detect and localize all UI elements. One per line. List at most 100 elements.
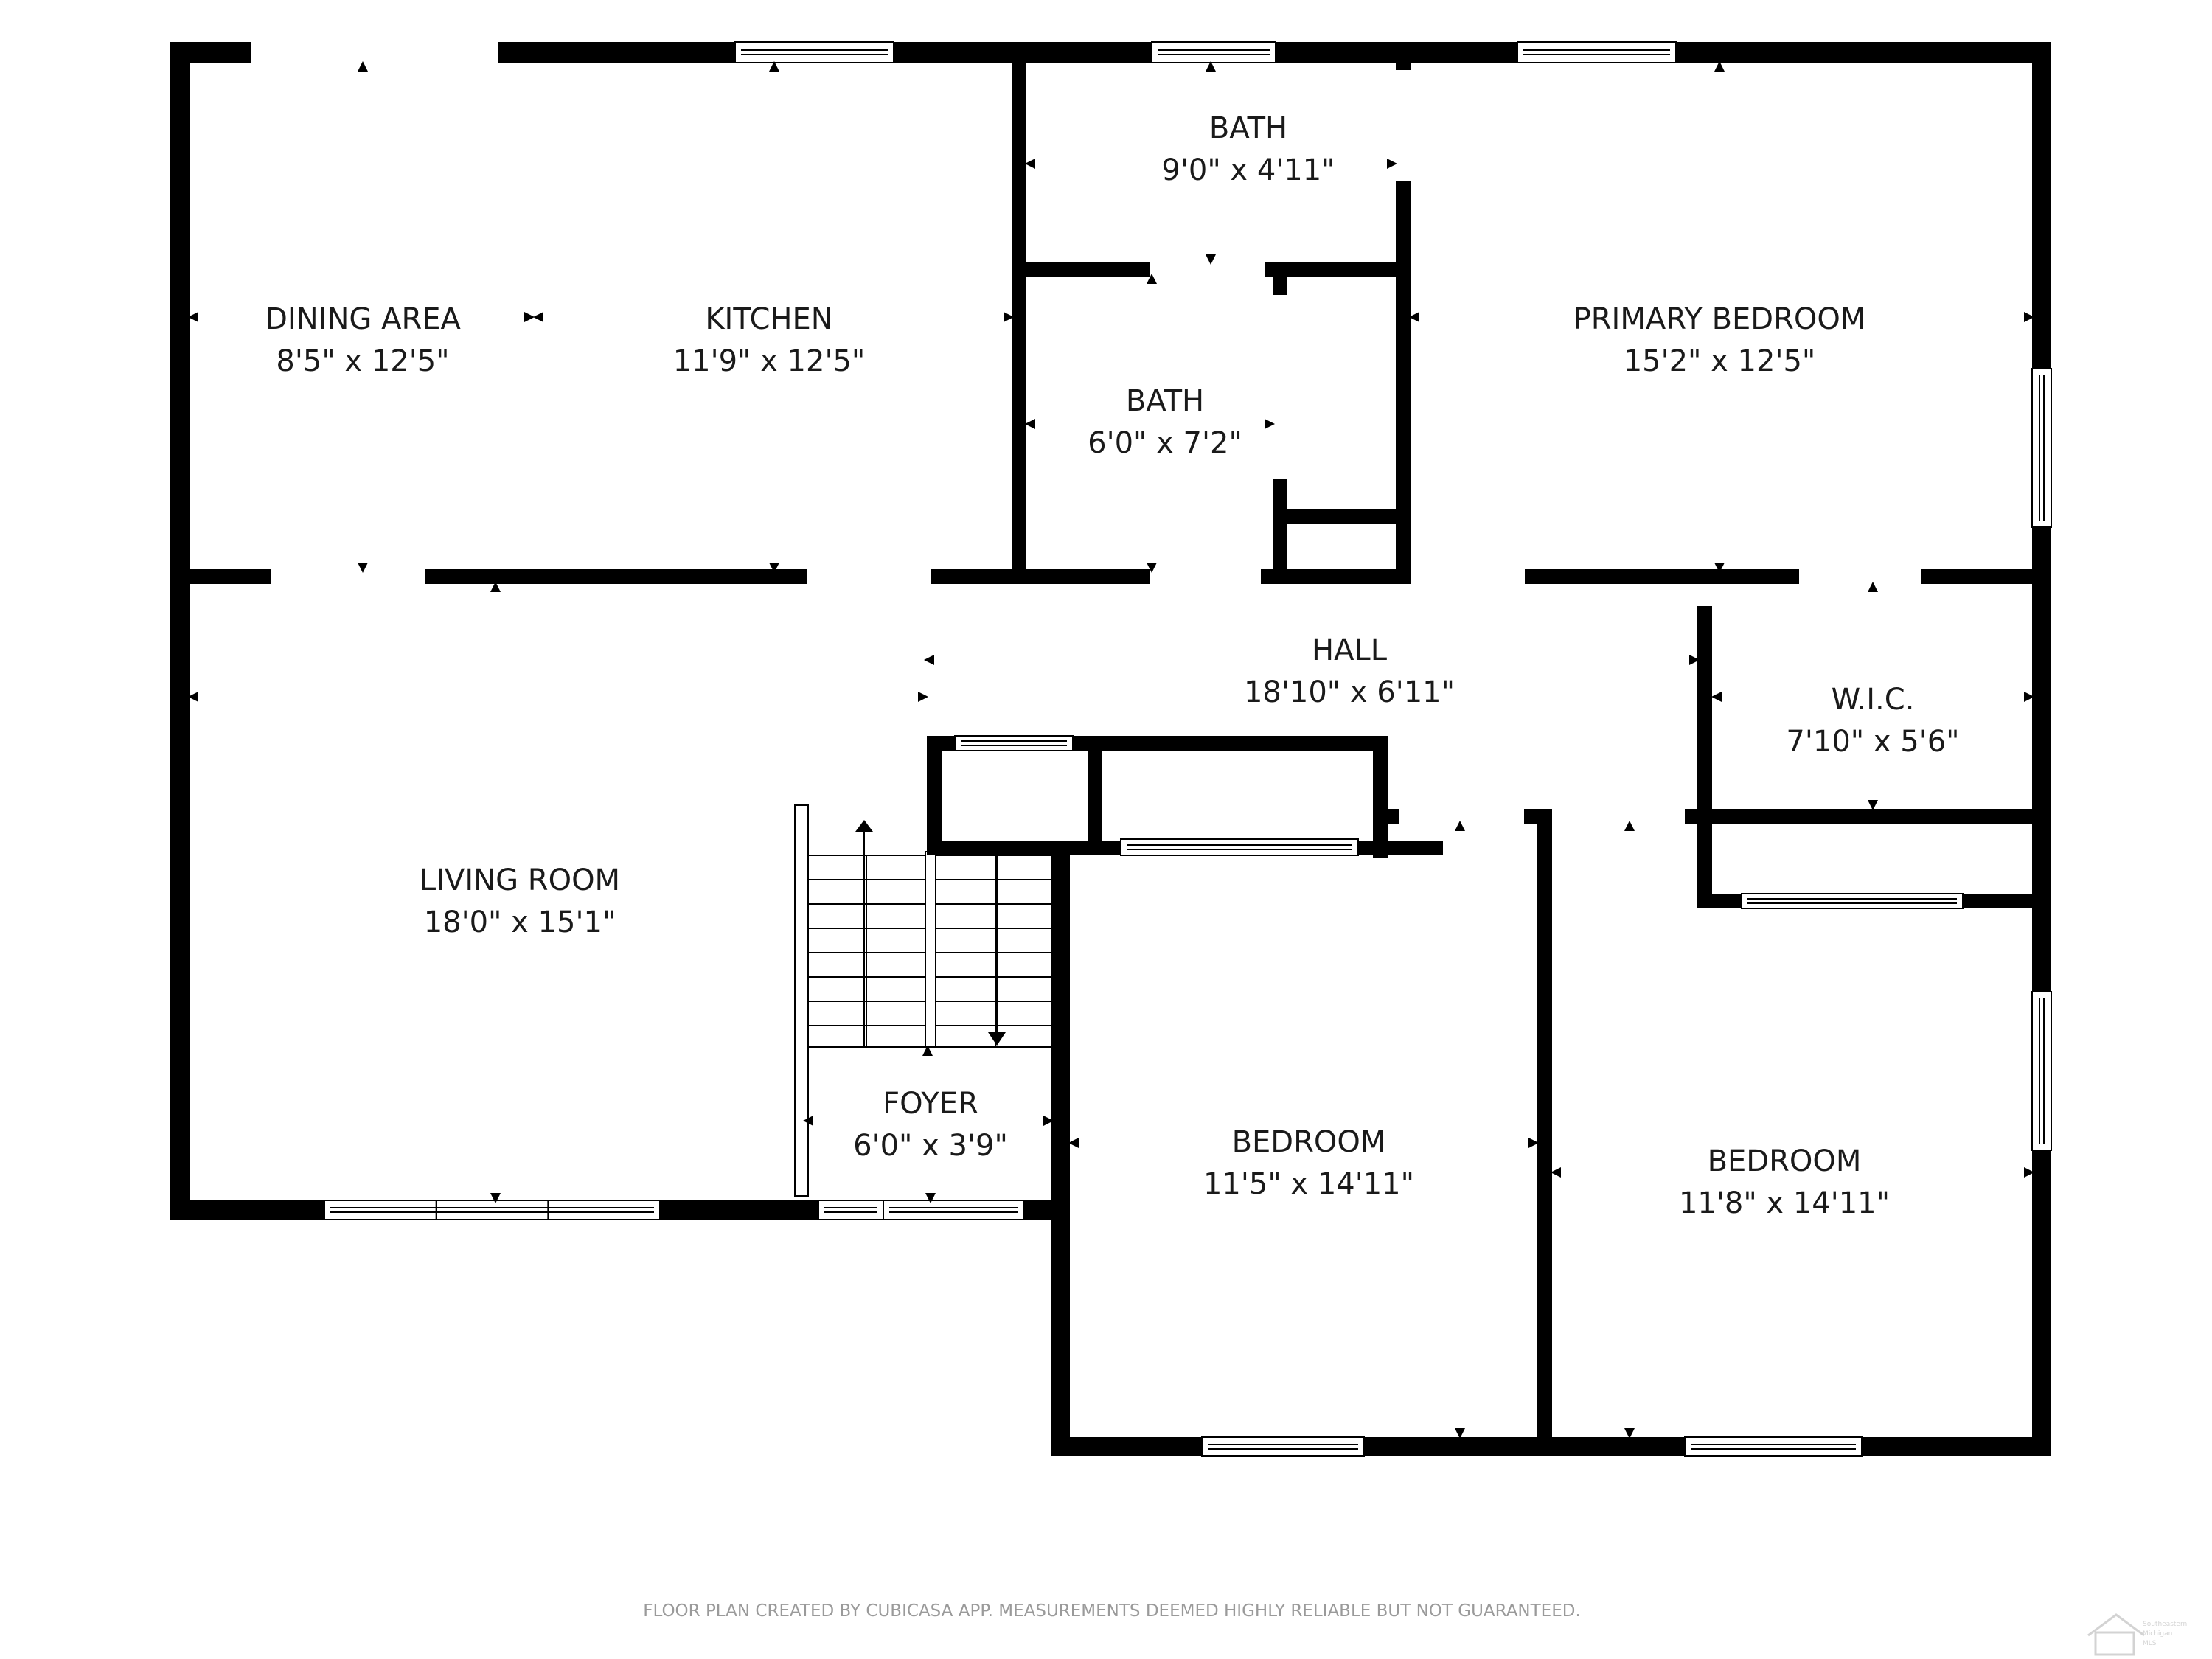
- bedroom-right-dim: 11'8" x 14'11": [1679, 1186, 1890, 1220]
- window: [734, 41, 894, 63]
- stair-steps: [807, 852, 1054, 1047]
- dimension-arrow-icon: [1711, 692, 1722, 702]
- dining-area-name: DINING AREA: [265, 302, 461, 336]
- wall-wic-bottom: [1697, 809, 2051, 824]
- window: [324, 1200, 661, 1220]
- bath-upper-name: BATH: [1209, 111, 1287, 145]
- window: [818, 1200, 884, 1220]
- wall-exterior-left: [170, 42, 190, 1220]
- dimension-arrow-icon: [1265, 419, 1275, 429]
- hall-dim: 18'10" x 6'11": [1244, 675, 1455, 709]
- stair-rail-center: [925, 851, 936, 1048]
- dimension-arrow-icon: [1206, 61, 1216, 72]
- walls: [170, 42, 2051, 1456]
- wall-hall-closet-mid: [1088, 736, 1102, 848]
- house-body-icon: [2094, 1631, 2135, 1656]
- bedroom-left-dim: 11'5" x 14'11": [1203, 1167, 1414, 1201]
- opening-primary-door: [1411, 569, 1525, 584]
- dimension-markers: [188, 61, 2034, 1439]
- wall-bedrooms-divider: [1537, 809, 1552, 1456]
- wic-dim: 7'10" x 5'6": [1786, 725, 1959, 759]
- dimension-arrow-icon: [358, 61, 368, 72]
- dimension-arrow-icon: [1068, 1138, 1079, 1148]
- dimension-arrow-icon: [924, 655, 934, 665]
- dimension-arrow-icon: [769, 61, 779, 72]
- opening-bath-upper-door: [1150, 262, 1265, 276]
- opening-bath-lower-side: [1273, 295, 1287, 479]
- dimension-arrow-icon: [1004, 312, 1014, 322]
- staircase: [794, 804, 1054, 1197]
- primary-bedroom-dim: 15'2" x 12'5": [1624, 344, 1816, 378]
- wall-mid-horizontal: [170, 569, 2051, 584]
- bedroom-right-name: BEDROOM: [1708, 1144, 1862, 1178]
- opening-living-hall: [190, 584, 205, 591]
- dimension-arrow-icon: [1624, 1428, 1635, 1439]
- watermark-line-3: MLS: [2143, 1640, 2157, 1647]
- dimension-arrow-icon: [1025, 159, 1035, 169]
- dimension-arrow-icon: [524, 312, 535, 322]
- dimension-arrow-icon: [490, 582, 501, 592]
- kitchen-name: KITCHEN: [705, 302, 832, 336]
- opening-dining-living: [271, 569, 425, 584]
- opening-bath-primary-window-gap: [1396, 70, 1411, 181]
- dimension-arrow-icon: [188, 692, 198, 702]
- dimension-arrow-icon: [1624, 821, 1635, 831]
- opening-wic-door: [1799, 569, 1921, 584]
- dimension-arrow-icon: [1025, 419, 1035, 429]
- dimension-arrow-icon: [2024, 692, 2034, 702]
- openings: [190, 42, 1921, 824]
- dimension-arrow-icon: [2024, 312, 2034, 322]
- opening-dining-top: [251, 42, 498, 63]
- wall-bath-primary: [1396, 59, 1411, 584]
- dimension-arrow-icon: [1455, 1428, 1465, 1439]
- wall-exterior-bedroom-left: [1051, 852, 1070, 1456]
- dimension-arrow-icon: [1551, 1167, 1561, 1178]
- opening-bedroom-right-door: [1552, 809, 1685, 824]
- living-room-name: LIVING ROOM: [420, 863, 620, 897]
- house-roof-icon: [2087, 1613, 2145, 1637]
- dimension-arrow-icon: [1382, 809, 1393, 819]
- dimension-arrow-icon: [1689, 655, 1700, 665]
- dimension-arrow-icon: [533, 312, 543, 322]
- window: [1151, 41, 1276, 63]
- mls-watermark-logo: Southeastern Michigan MLS: [2087, 1613, 2187, 1656]
- bath-lower-name: BATH: [1126, 384, 1204, 418]
- dimension-arrow-icon: [803, 1116, 813, 1126]
- windows: [324, 41, 2052, 1457]
- opening-bedroom-left-door: [1399, 809, 1524, 824]
- dimension-arrow-icon: [922, 1046, 933, 1056]
- dimension-arrow-icon: [1206, 254, 1216, 265]
- opening-bath-lower-door: [1150, 569, 1261, 584]
- dimension-arrow-icon: [1147, 563, 1157, 573]
- window: [1741, 893, 1964, 909]
- dimension-arrow-icon: [1714, 61, 1725, 72]
- dimension-arrow-icon: [1409, 312, 1419, 322]
- dimension-arrow-icon: [1147, 274, 1157, 284]
- foyer-name: FOYER: [883, 1087, 978, 1121]
- wall-hall-closet-right: [1373, 736, 1388, 858]
- wall-wic-left: [1697, 577, 1712, 908]
- window: [883, 1200, 1024, 1220]
- wall-closet-bottom: [1273, 509, 1405, 524]
- dining-area-dim: 8'5" x 12'5": [276, 344, 449, 378]
- window: [1517, 41, 1677, 63]
- footer-disclaimer: FLOOR PLAN CREATED BY CUBICASA APP. MEAS…: [643, 1601, 1581, 1621]
- dimension-arrow-icon: [490, 1193, 501, 1203]
- stair-down-arrow-icon: [988, 1032, 1006, 1046]
- living-room-dim: 18'0" x 15'1": [424, 905, 616, 939]
- wall-exterior-right: [2032, 42, 2051, 1456]
- dimension-arrow-icon: [1714, 563, 1725, 573]
- window: [1201, 1436, 1365, 1457]
- kitchen-dim: 11'9" x 12'5": [673, 344, 866, 378]
- dimension-arrow-icon: [769, 563, 779, 573]
- dimension-arrow-icon: [1868, 800, 1878, 810]
- opening-kitchen-hall: [807, 569, 931, 584]
- wic-name: W.I.C.: [1832, 683, 1915, 717]
- window: [1684, 1436, 1863, 1457]
- hall-name: HALL: [1312, 633, 1388, 667]
- window: [954, 735, 1074, 751]
- dimension-arrow-icon: [1455, 821, 1465, 831]
- stair-rail-left: [794, 804, 809, 1197]
- dimension-arrow-icon: [1528, 1138, 1539, 1148]
